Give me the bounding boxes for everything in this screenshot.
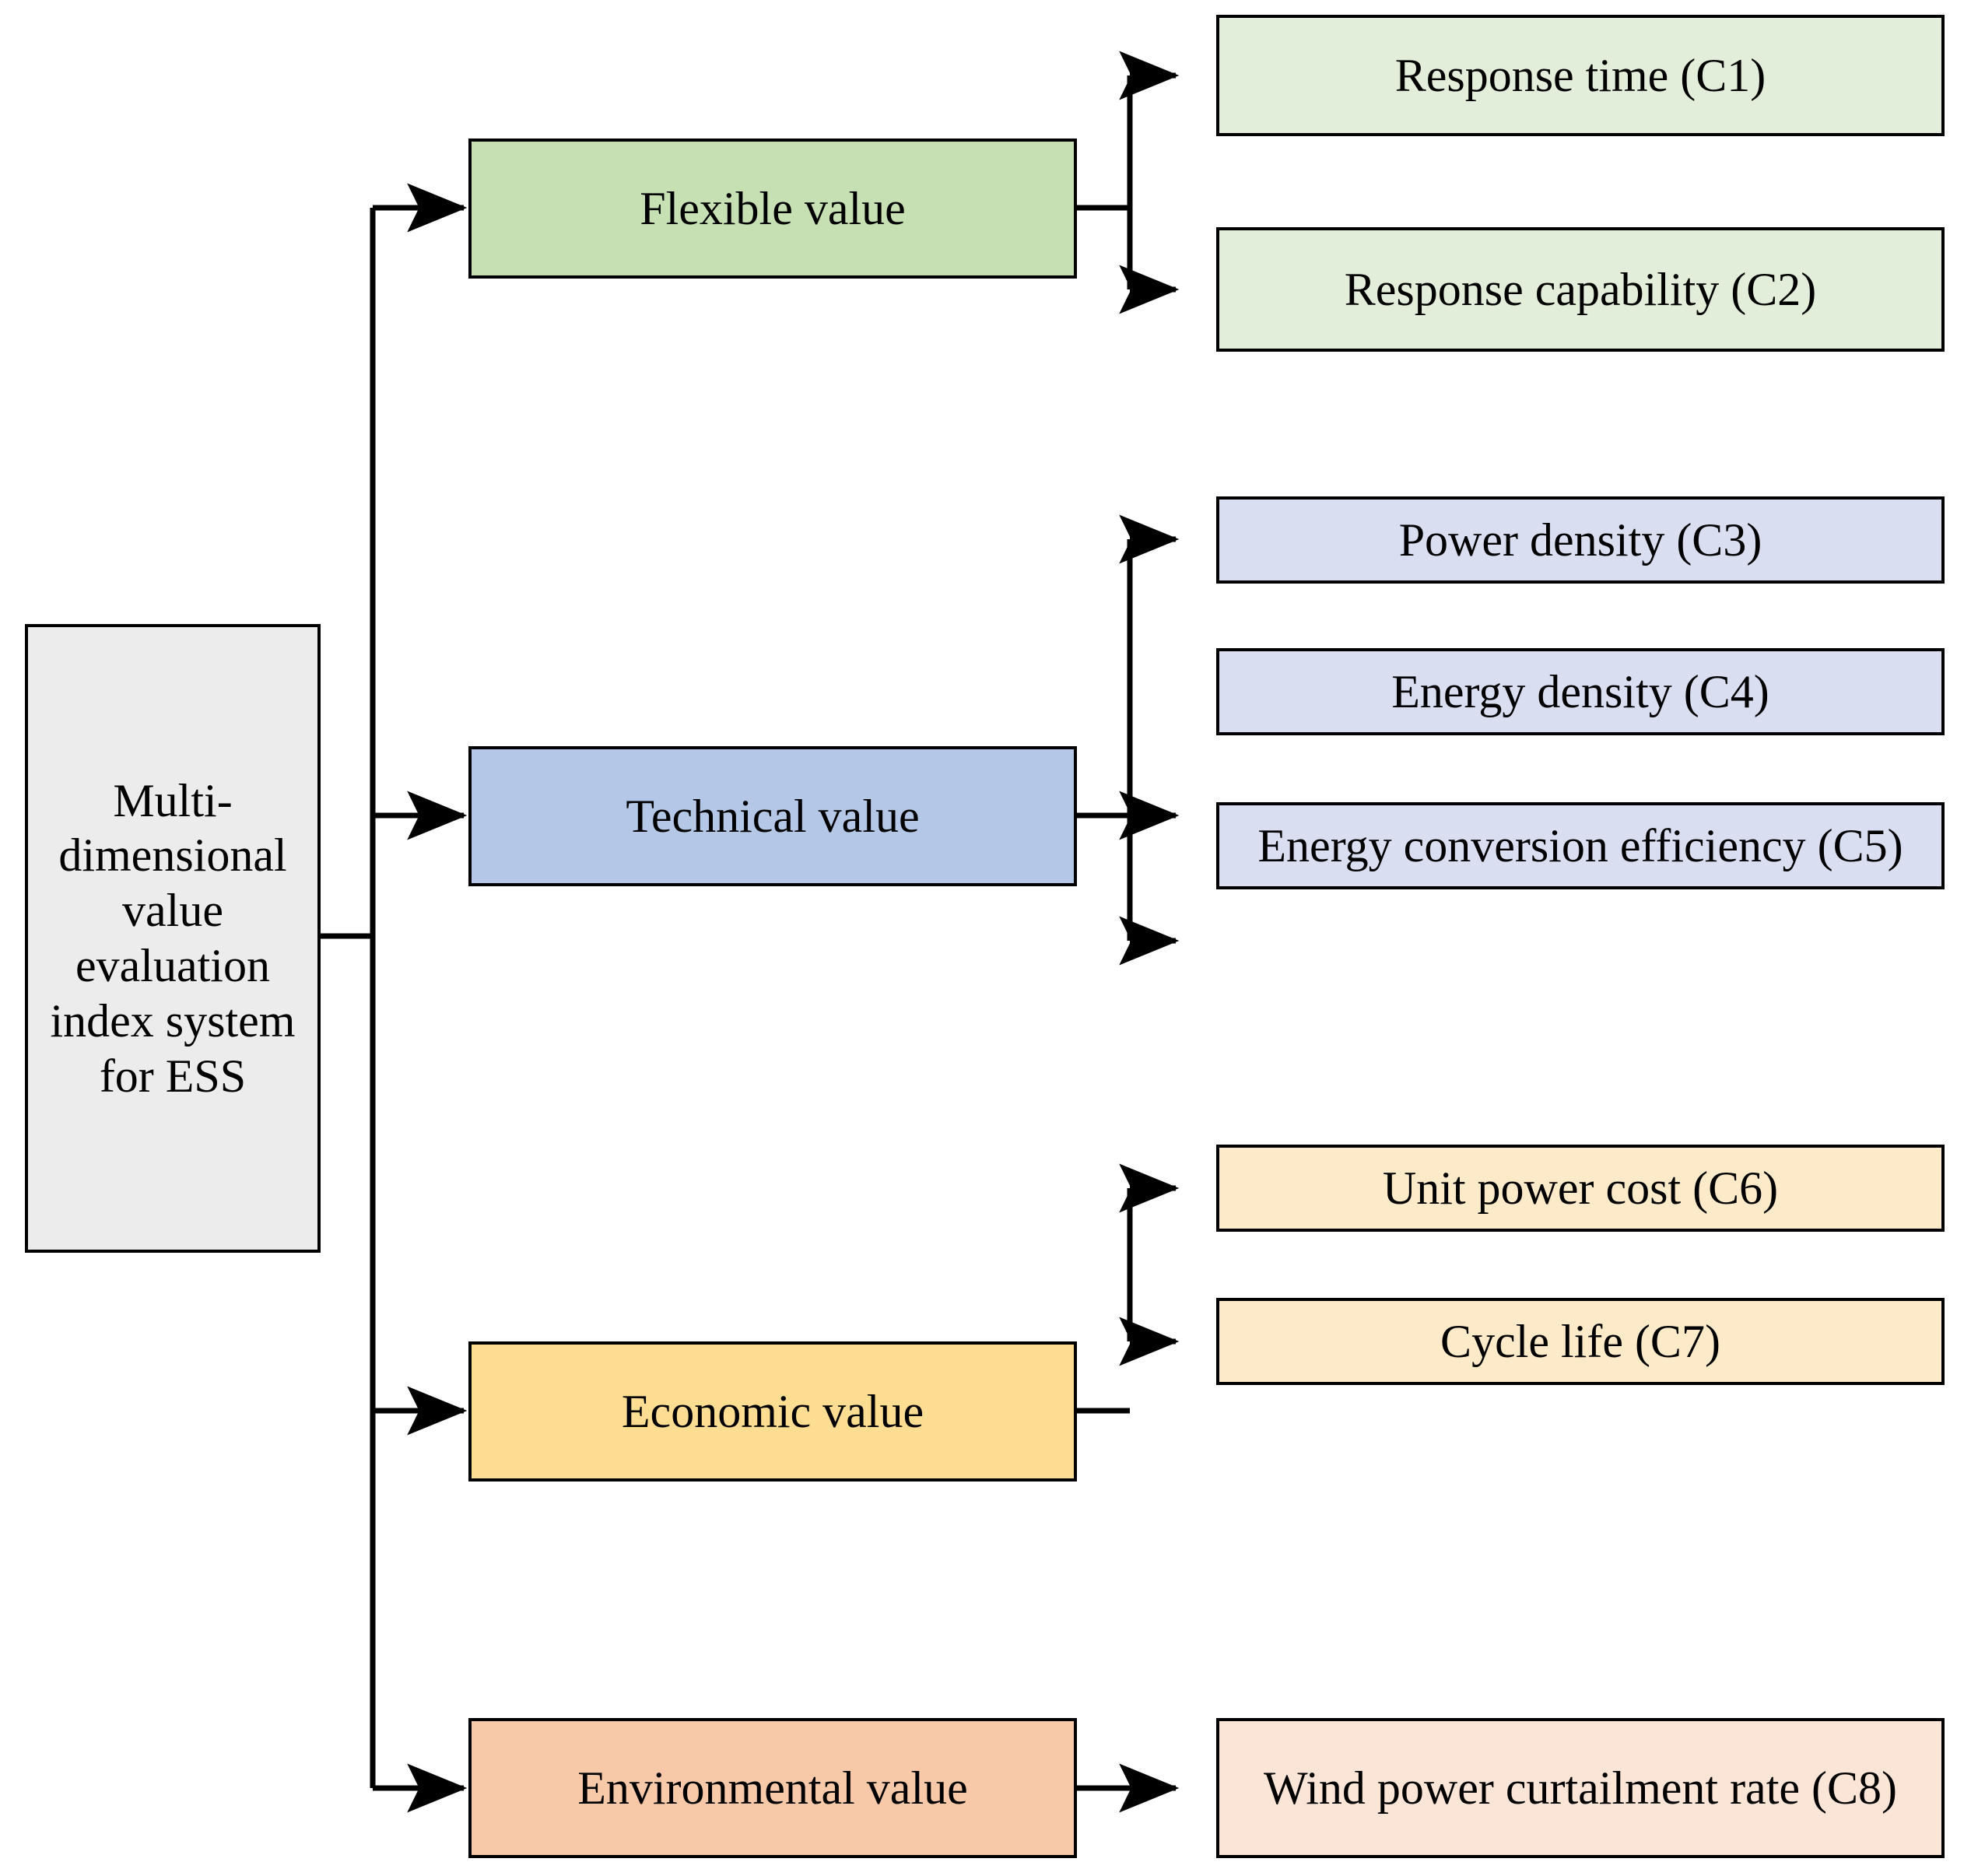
node-root[interactable]: Multi-dimensional value evaluation index…: [25, 624, 321, 1253]
node-category-economic[interactable]: Economic value: [468, 1341, 1077, 1482]
node-indicator-c7-label: Cycle life (C7): [1440, 1315, 1720, 1367]
node-indicator-c1-label: Response time (C1): [1394, 49, 1766, 101]
node-category-flexible-label: Flexible value: [640, 182, 906, 234]
node-category-flexible[interactable]: Flexible value: [468, 139, 1077, 279]
node-indicator-c1[interactable]: Response time (C1): [1216, 15, 1945, 136]
node-indicator-c3-label: Power density (C3): [1398, 514, 1762, 566]
node-category-economic-label: Economic value: [621, 1385, 924, 1437]
node-indicator-c6-label: Unit power cost (C6): [1382, 1162, 1779, 1214]
node-indicator-c6[interactable]: Unit power cost (C6): [1216, 1145, 1945, 1232]
node-indicator-c8[interactable]: Wind power curtailment rate (C8): [1216, 1718, 1945, 1858]
node-indicator-c3[interactable]: Power density (C3): [1216, 496, 1945, 584]
node-indicator-c4[interactable]: Energy density (C4): [1216, 648, 1945, 735]
node-category-technical-label: Technical value: [626, 790, 920, 842]
node-indicator-c5[interactable]: Energy conversion efficiency (C5): [1216, 802, 1945, 889]
node-indicator-c2[interactable]: Response capability (C2): [1216, 227, 1945, 352]
node-root-label: Multi-dimensional value evaluation index…: [50, 774, 296, 1102]
node-category-technical[interactable]: Technical value: [468, 746, 1077, 886]
node-indicator-c5-label: Energy conversion efficiency (C5): [1257, 819, 1903, 871]
node-indicator-c7[interactable]: Cycle life (C7): [1216, 1298, 1945, 1385]
node-indicator-c4-label: Energy density (C4): [1391, 665, 1769, 717]
node-category-environmental-label: Environmental value: [577, 1762, 968, 1814]
node-indicator-c8-label: Wind power curtailment rate (C8): [1264, 1762, 1897, 1814]
node-category-environmental[interactable]: Environmental value: [468, 1718, 1077, 1858]
node-indicator-c2-label: Response capability (C2): [1344, 263, 1817, 315]
